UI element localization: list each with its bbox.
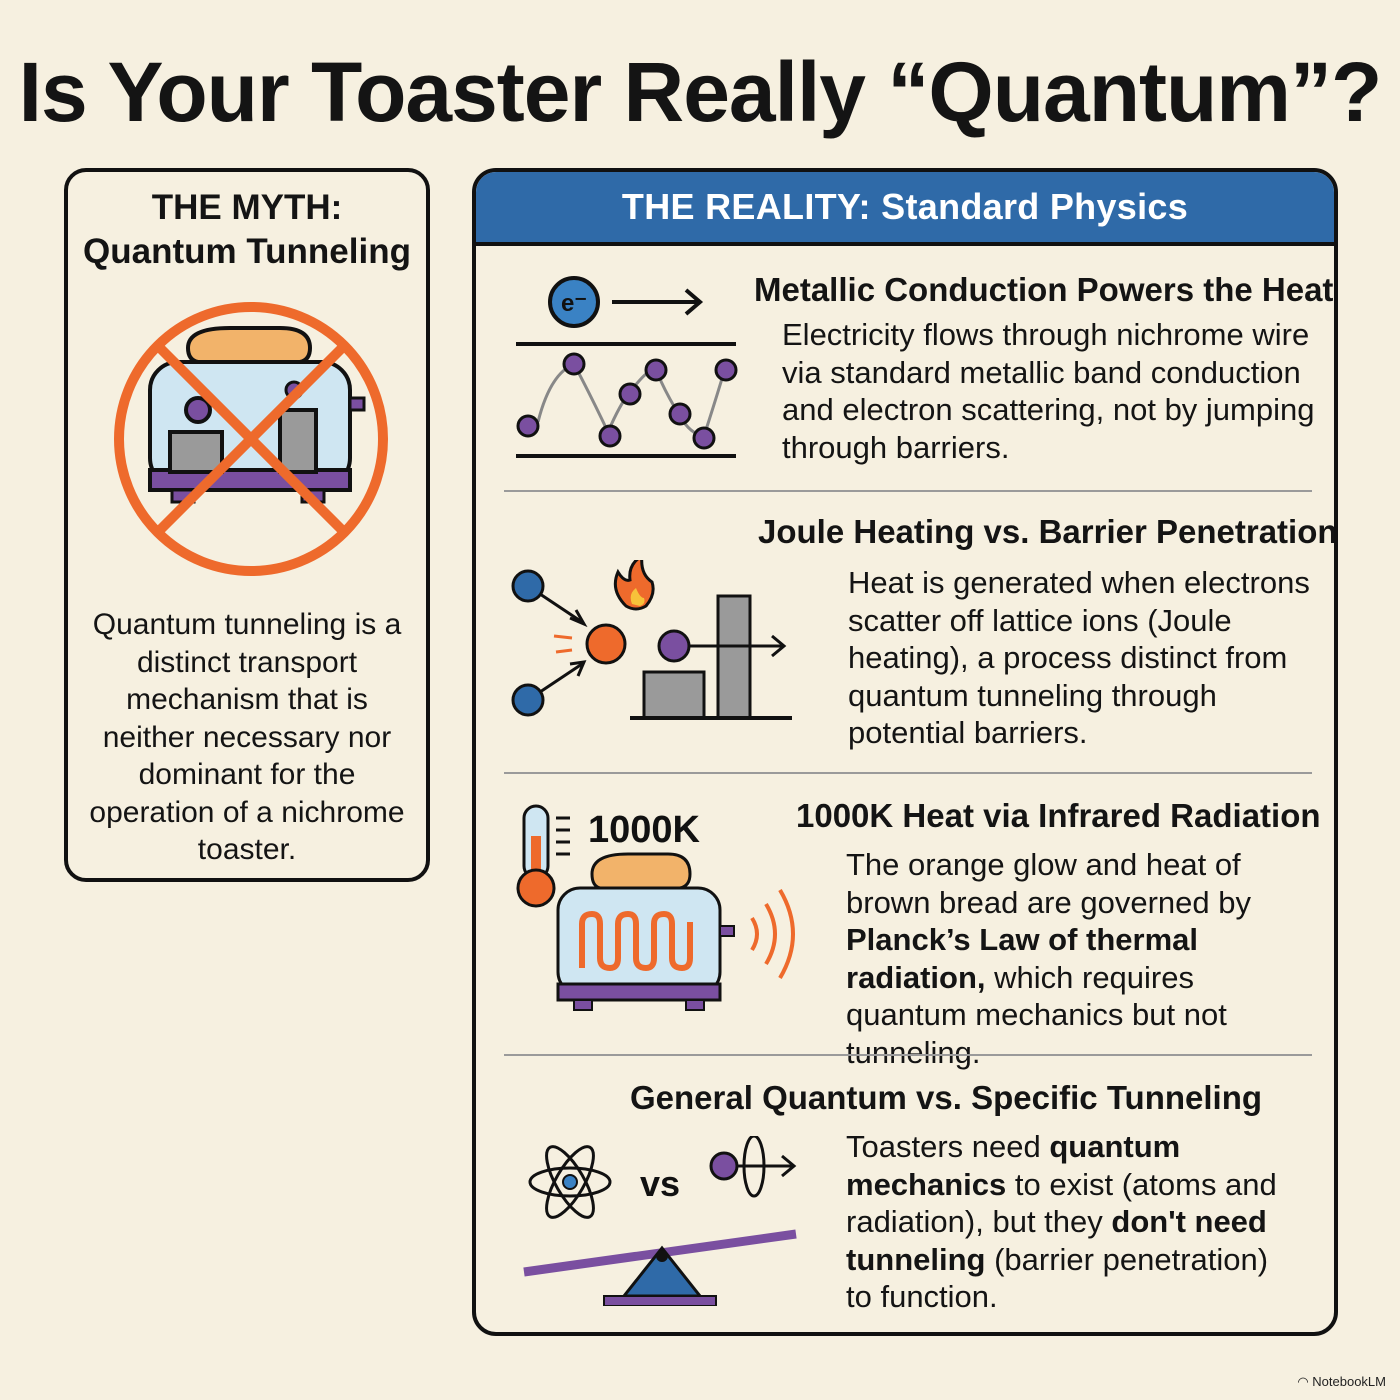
reality-header: THE REALITY: Standard Physics <box>476 172 1334 246</box>
crossed-out-toaster-icon <box>114 302 388 576</box>
section-body-emphasis: don't need tunneling <box>846 1204 1267 1277</box>
section-body-text: which requires quantum mechanics but not… <box>846 959 1227 1070</box>
section-body-emphasis: quantum mechanics <box>846 1129 1181 1202</box>
atom-vs-tunneling-seesaw-icon: vs <box>523 1136 797 1306</box>
section-body: Toasters need quantum mechanics to exist… <box>846 1128 1286 1316</box>
section-metallic-conduction: e⁻ Metallic Conduction Powers the Heat E… <box>476 242 1334 492</box>
section-body-text: to exist (atoms and radiation), but they <box>846 1166 1277 1240</box>
section-body-emphasis: Planck’s Law of thermal radiation, <box>846 922 1199 995</box>
section-heading: Metallic Conduction Powers the Heat <box>754 271 1334 308</box>
section-divider <box>504 1054 1312 1056</box>
myth-heading: THE MYTH: Quantum Tunneling <box>68 186 426 274</box>
myth-body: Quantum tunneling is a distinct transpor… <box>89 608 405 866</box>
section-general-vs-tunneling: General Quantum vs. Specific Tunneling v… <box>476 1056 1334 1332</box>
section-body: Heat is generated when electrons scatter… <box>848 565 1310 750</box>
electron-label: e⁻ <box>561 290 587 317</box>
section-heading: General Quantum vs. Specific Tunneling <box>630 1079 1263 1116</box>
notebooklm-logo-icon: ◠ <box>1297 1374 1313 1389</box>
section-heading: 1000K Heat via Infrared Radiation <box>796 797 1321 834</box>
electron-conduction-icon: e⁻ <box>516 276 738 458</box>
temperature-label: 1000K <box>588 809 701 851</box>
vs-label: vs <box>640 1163 680 1204</box>
notebooklm-watermark: ◠ NotebookLM <box>1297 1374 1386 1390</box>
myth-heading-topic: Quantum Tunneling <box>83 232 411 271</box>
myth-panel: THE MYTH: Quantum Tunneling Quantum tunn… <box>64 168 430 882</box>
section-body: The orange glow and heat of brown bread … <box>846 846 1322 1071</box>
page-title: Is Your Toaster Really “Quantum”? <box>18 45 1383 139</box>
section-body: Electricity flows through nichrome wire … <box>782 317 1315 465</box>
reality-panel: THE REALITY: Standard Physics e⁻ Metalli… <box>472 168 1338 1336</box>
section-body-text: (barrier penetration) to function. <box>846 1241 1269 1315</box>
section-body-text: Toasters need <box>846 1129 1050 1164</box>
joule-heating-icon <box>511 560 792 720</box>
myth-heading-label: THE MYTH: <box>151 188 343 227</box>
section-divider <box>504 772 1312 774</box>
section-divider <box>504 490 1312 492</box>
section-joule-heating: Joule Heating vs. Barrier Penetration He… <box>476 492 1334 774</box>
thermometer-toaster-icon: 1000K <box>516 804 795 1011</box>
section-heading: Joule Heating vs. Barrier Penetration <box>758 513 1338 550</box>
section-infrared-radiation: 1000K 1000K Heat via Infrared Radiation … <box>476 774 1334 1070</box>
watermark-label: NotebookLM <box>1312 1374 1386 1389</box>
section-body-text: The orange glow and heat of brown bread … <box>846 847 1251 920</box>
